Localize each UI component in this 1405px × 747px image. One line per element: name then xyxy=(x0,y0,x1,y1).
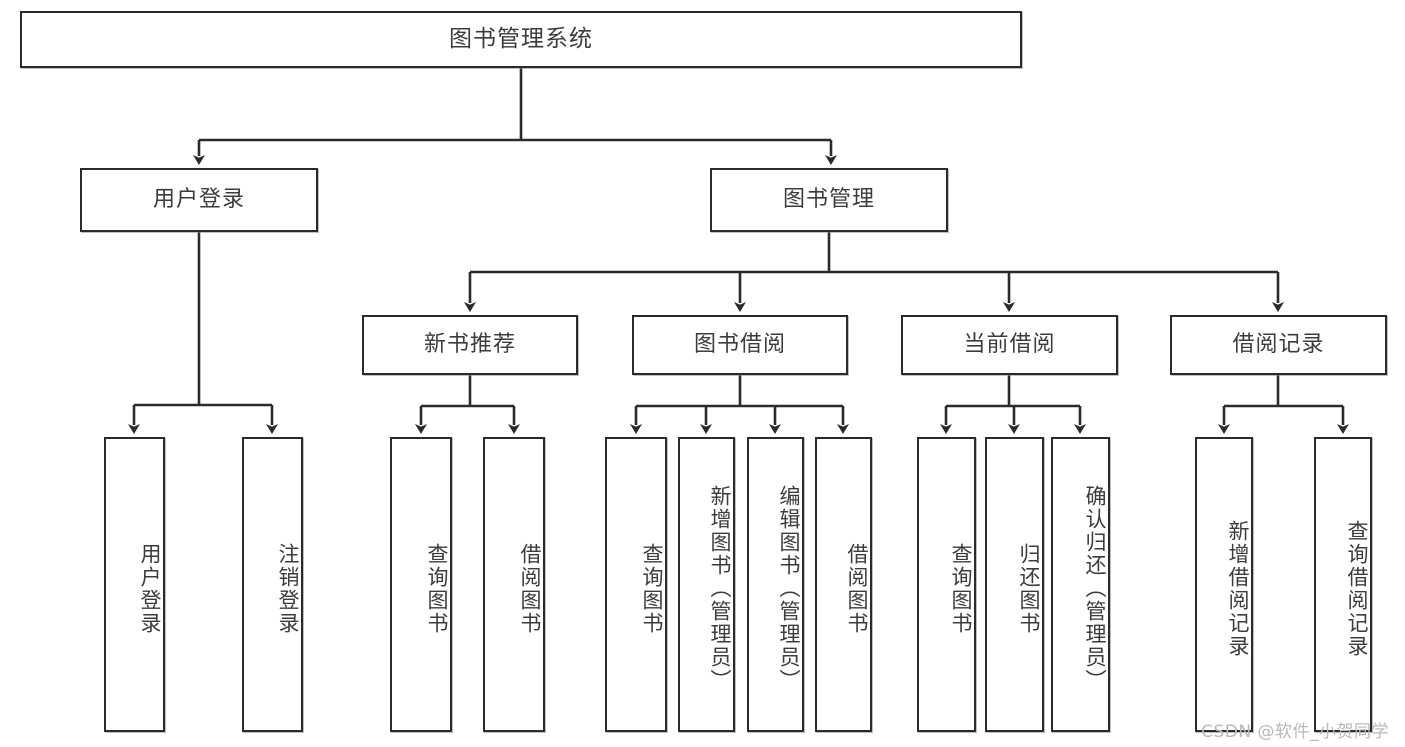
node-leaf-add-borrow-record[interactable]: 新增借阅记录 xyxy=(1195,437,1253,732)
node-leaf-logout-login-label: 注销登录 xyxy=(276,542,300,635)
node-book-manage-label: 图书管理 xyxy=(782,186,875,212)
node-leaf-confirm-return-label: 确认归还（管理员） xyxy=(1083,485,1107,692)
node-new-book-recommend[interactable]: 新书推荐 xyxy=(362,315,578,375)
node-borrow-record[interactable]: 借阅记录 xyxy=(1170,315,1387,375)
watermark: CSDN @软件_小贺同学 xyxy=(1201,722,1389,742)
node-leaf-user-login[interactable]: 用户登录 xyxy=(104,437,165,732)
node-leaf-query-borrow-record-label: 查询借阅记录 xyxy=(1345,519,1369,658)
node-leaf-return-book-label: 归还图书 xyxy=(1017,542,1041,635)
node-leaf-query-borrow-record[interactable]: 查询借阅记录 xyxy=(1314,437,1372,732)
node-root-label: 图书管理系统 xyxy=(449,25,593,52)
node-leaf-borrow-book-2-label: 借阅图书 xyxy=(845,542,869,635)
node-root[interactable]: 图书管理系统 xyxy=(20,11,1022,68)
node-current-borrow[interactable]: 当前借阅 xyxy=(901,315,1118,375)
node-leaf-query-book-3[interactable]: 查询图书 xyxy=(917,437,976,732)
node-current-borrow-label: 当前借阅 xyxy=(963,331,1056,357)
node-user-login[interactable]: 用户登录 xyxy=(80,168,318,232)
node-leaf-return-book[interactable]: 归还图书 xyxy=(985,437,1044,732)
node-book-manage[interactable]: 图书管理 xyxy=(710,168,948,232)
node-leaf-query-book-3-label: 查询图书 xyxy=(949,542,973,635)
node-leaf-query-book-1-label: 查询图书 xyxy=(425,542,449,635)
node-leaf-query-book-2[interactable]: 查询图书 xyxy=(605,437,667,732)
node-leaf-borrow-book-2[interactable]: 借阅图书 xyxy=(815,437,872,732)
node-leaf-add-book[interactable]: 新增图书（管理员） xyxy=(678,437,735,732)
node-leaf-borrow-book-1-label: 借阅图书 xyxy=(518,542,542,635)
node-book-borrow-label: 图书借阅 xyxy=(693,331,786,357)
node-leaf-user-login-label: 用户登录 xyxy=(138,542,162,635)
node-leaf-query-book-2-label: 查询图书 xyxy=(640,542,664,635)
node-new-book-recommend-label: 新书推荐 xyxy=(423,331,516,357)
node-book-borrow[interactable]: 图书借阅 xyxy=(632,315,848,375)
node-borrow-record-label: 借阅记录 xyxy=(1232,331,1325,357)
node-leaf-borrow-book-1[interactable]: 借阅图书 xyxy=(483,437,545,732)
node-leaf-add-borrow-record-label: 新增借阅记录 xyxy=(1226,519,1250,658)
node-leaf-logout-login[interactable]: 注销登录 xyxy=(242,437,303,732)
node-leaf-query-book-1[interactable]: 查询图书 xyxy=(390,437,452,732)
node-user-login-label: 用户登录 xyxy=(152,186,245,212)
node-leaf-edit-book-label: 编辑图书（管理员） xyxy=(777,485,801,692)
node-leaf-edit-book[interactable]: 编辑图书（管理员） xyxy=(747,437,804,732)
node-leaf-add-book-label: 新增图书（管理员） xyxy=(708,485,732,692)
node-leaf-confirm-return[interactable]: 确认归还（管理员） xyxy=(1051,437,1110,732)
